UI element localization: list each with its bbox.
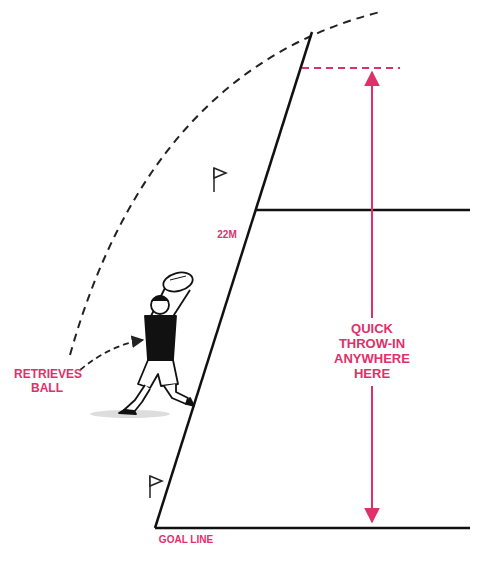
action-note: RETRIEVES BALL bbox=[14, 368, 80, 396]
retrieve-arrow bbox=[80, 340, 143, 370]
touch-line bbox=[155, 32, 312, 528]
line-label: GOAL LINE bbox=[146, 534, 226, 546]
player-figure bbox=[90, 269, 195, 418]
goal-line bbox=[155, 527, 470, 530]
22m-line bbox=[255, 209, 470, 212]
range-arrow bbox=[371, 72, 373, 522]
line-label: 22M bbox=[212, 229, 242, 241]
limit-line bbox=[302, 67, 400, 69]
range-note: QUICK THROW-IN ANYWHERE HERE bbox=[326, 318, 418, 386]
